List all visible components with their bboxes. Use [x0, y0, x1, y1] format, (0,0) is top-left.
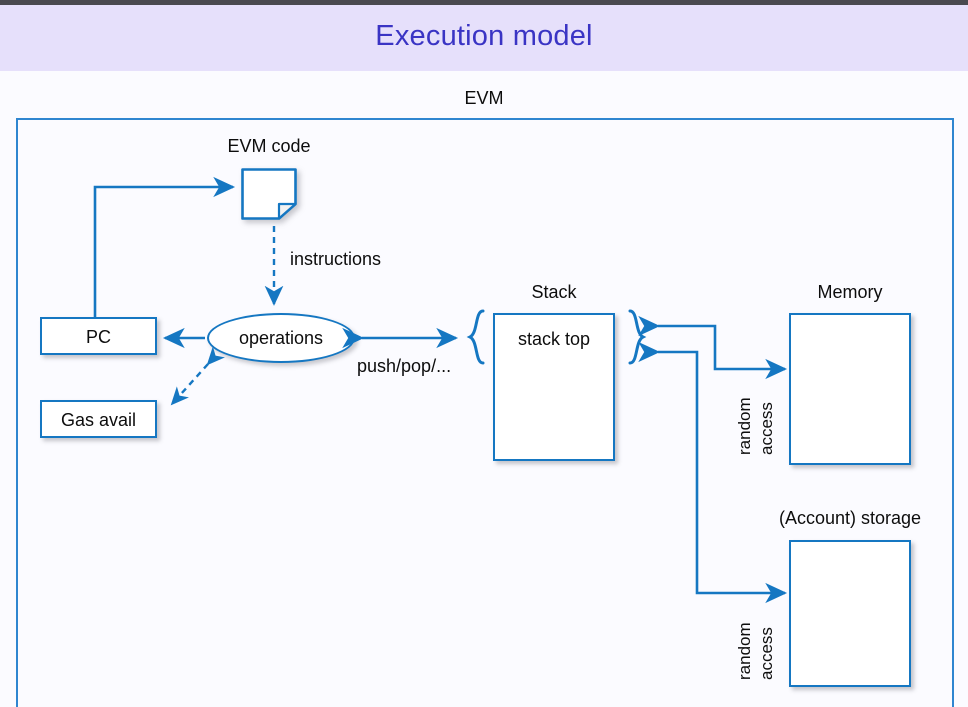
storage-node	[789, 540, 911, 687]
evm-frame	[16, 118, 954, 707]
slide-title-bar	[0, 5, 968, 71]
push-pop-edge-label: push/pop/...	[357, 356, 452, 376]
memory-random-label: random	[735, 397, 754, 455]
evm-frame-label: EVM	[464, 88, 504, 108]
instructions-edge-label: instructions	[290, 249, 382, 269]
stack-node: stack top	[493, 313, 615, 461]
pc-label: PC	[85, 327, 111, 347]
operations-node: operations	[207, 313, 355, 363]
top-chrome-strip	[0, 0, 968, 5]
pc-node: PC	[40, 317, 157, 355]
memory-node	[789, 313, 911, 465]
storage-label: (Account) storage	[778, 508, 922, 528]
evm-code-document-icon	[241, 168, 297, 220]
stack-top-label: stack top	[517, 329, 591, 349]
memory-label: Memory	[817, 282, 883, 302]
evm-code-label: EVM code	[227, 136, 311, 156]
operations-label: operations	[238, 328, 324, 348]
gas-avail-label: Gas avail	[60, 410, 137, 430]
page-title: Execution model	[375, 20, 593, 52]
stack-label: Stack	[531, 282, 577, 302]
gas-avail-node: Gas avail	[40, 400, 157, 438]
memory-access-label: access	[757, 402, 776, 455]
storage-random-label: random	[735, 622, 754, 680]
storage-access-label: access	[757, 627, 776, 680]
